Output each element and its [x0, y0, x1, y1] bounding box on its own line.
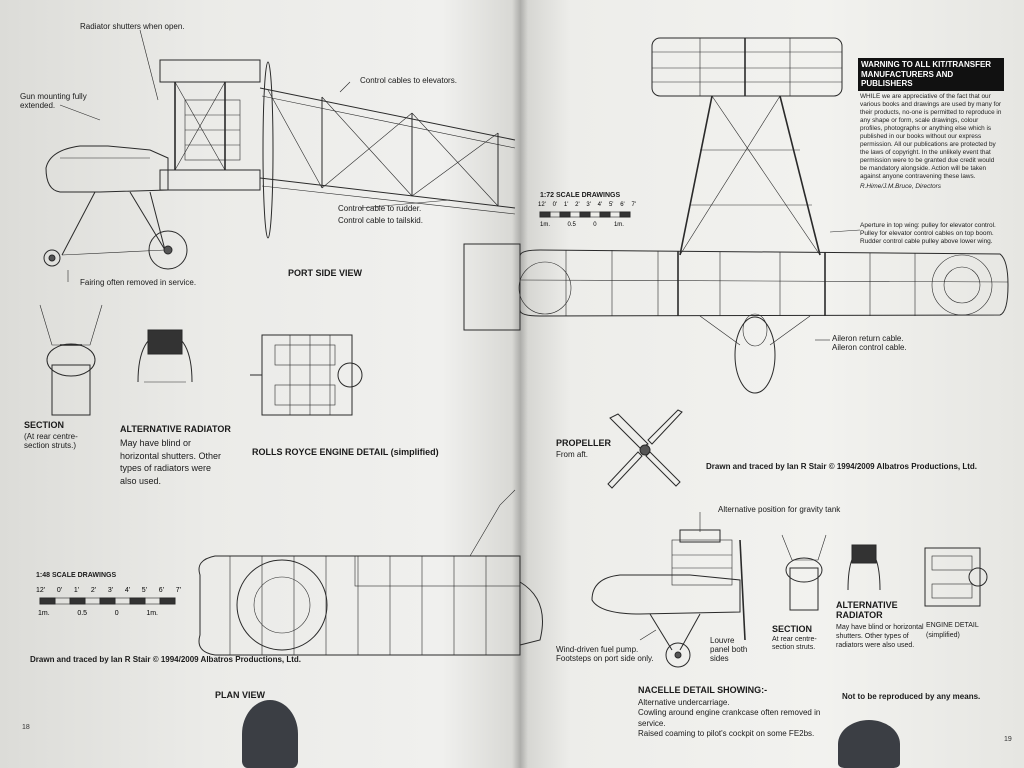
scale-tick: 5': [141, 587, 148, 594]
section-title-right: SECTION: [772, 624, 813, 634]
callout-control-cable-rudder: Control cable to rudder.: [338, 204, 422, 213]
left-page: [0, 0, 520, 768]
scale-tick: 0.5: [77, 610, 88, 617]
scale-tick: 1m.: [38, 610, 50, 617]
scale-tick: 0': [552, 202, 558, 208]
scale-tick: 1m.: [540, 222, 551, 228]
section-title-left: SECTION: [24, 420, 65, 430]
scale-tick: 0.5: [567, 222, 576, 228]
book-gutter: [512, 0, 528, 768]
scale-bar-right: [539, 211, 631, 218]
callout-gravity-tank: Alternative position for gravity tank: [718, 505, 841, 514]
engine-detail-drawing-right: [924, 547, 988, 607]
nacelle-detail-title: NACELLE DETAIL SHOWING:-: [638, 685, 768, 695]
alt-radiator-title-left: ALTERNATIVE RADIATOR: [120, 424, 231, 434]
alternative-radiator-drawing-right: [847, 544, 881, 591]
warning-heading: WARNING TO ALL KIT/TRANSFER MANUFACTURER…: [858, 58, 1004, 91]
scale-m-ticks-left: 1m. 0.5 0 1m.: [38, 610, 158, 617]
engine-detail-sub-right: (simplified): [926, 632, 960, 639]
engine-detail-title-left: ROLLS ROYCE ENGINE DETAIL (simplified): [252, 447, 439, 457]
callout-radiator-shutters: Radiator shutters when open.: [80, 22, 185, 31]
callout-control-cable-tailskid: Control cable to tailskid.: [338, 216, 423, 225]
section-drawing-right: [781, 534, 827, 611]
scale-tick: 3': [107, 587, 114, 594]
callout-fuel-pump: Wind-driven fuel pump. Footsteps on port…: [556, 645, 654, 664]
warning-box: WARNING TO ALL KIT/TRANSFER MANUFACTURER…: [858, 58, 1004, 190]
scale-tick: 0: [114, 610, 119, 617]
right-page: [520, 0, 1024, 768]
callout-aperture: Aperture in top wing: pulley for elevato…: [860, 222, 996, 246]
scale-tick: 6': [158, 587, 165, 594]
scale-tick: 2': [575, 202, 580, 208]
port-side-view-drawing: [43, 29, 516, 282]
section-drawing-left: [39, 304, 103, 416]
credit-left: Drawn and traced by Ian R Stair © 1994/2…: [30, 655, 302, 664]
scale-tick: 7': [175, 587, 181, 594]
scale-title-left: 1:48 SCALE DRAWINGS: [36, 572, 117, 579]
scale-tick: 12': [538, 202, 546, 208]
scale-tick: 12': [36, 587, 46, 594]
scale-tick: 1': [73, 587, 80, 594]
scale-tick: 0: [593, 222, 597, 228]
plan-view-title: PLAN VIEW: [215, 690, 266, 700]
scale-tick: 6': [620, 202, 625, 208]
callout-fairing: Fairing often removed in service.: [80, 278, 197, 287]
callout-louvre: Louvre panel both sides: [710, 636, 748, 664]
scale-ft-ticks-left: 12' 0' 1' 2' 3' 4' 5' 6' 7': [36, 587, 181, 594]
alt-radiator-title-right: ALTERNATIVE RADIATOR: [836, 600, 898, 621]
list-item: Cowling around engine crankcase often re…: [638, 708, 821, 728]
binder-clip-left: [242, 700, 298, 768]
engine-detail-title-right: ENGINE DETAIL: [926, 622, 979, 629]
alt-radiator-sub-right: May have blind or horizontal shutters. O…: [836, 624, 924, 649]
scale-ft-ticks-right: 12' 0' 1' 2' 3' 4' 5' 6' 7': [538, 202, 636, 208]
scale-tick: 4': [597, 202, 603, 208]
nacelle-detail-list: Alternative undercarriage. Cowling aroun…: [638, 698, 838, 740]
section-sub-right: At rear centre-section struts.: [772, 636, 817, 652]
scale-tick: 4': [124, 587, 131, 594]
alternative-radiator-drawing-left: [137, 329, 193, 383]
alt-radiator-sub-left: May have blind or horizontal shutters. O…: [120, 438, 222, 486]
scale-tick: 1m.: [146, 610, 158, 617]
binder-clip-right: [838, 720, 900, 768]
callout-control-cables-elevators: Control cables to elevators.: [360, 76, 457, 85]
page-number-left: 18: [22, 724, 30, 731]
scale-tick: 1m.: [613, 222, 624, 228]
page-number-right: 19: [1004, 736, 1012, 743]
section-sub-left: (At rear centre-section struts.): [24, 432, 78, 451]
scale-tick: 7': [631, 202, 636, 208]
front-view-drawing: [463, 37, 1009, 394]
warning-body: WHILE we are appreciative of the fact th…: [860, 92, 1002, 180]
scale-title-right: 1:72 SCALE DRAWINGS: [540, 192, 621, 199]
scale-tick: 5': [608, 202, 614, 208]
scale-tick: 2': [90, 587, 97, 594]
list-item: Raised coaming to pilot's cockpit on som…: [638, 729, 815, 739]
port-side-view-title: PORT SIDE VIEW: [288, 268, 363, 278]
propeller-title: PROPELLER: [556, 438, 612, 448]
scale-tick: 3': [586, 202, 591, 208]
engine-detail-drawing-left: [250, 334, 363, 416]
propeller-drawing: [607, 409, 683, 489]
plan-view-drawing: [198, 489, 543, 656]
scale-m-ticks-right: 1m. 0.5 0 1m.: [540, 222, 624, 228]
callout-aileron: Aileron return cable. Aileron control ca…: [832, 334, 907, 353]
nacelle-detail-drawing: [591, 512, 746, 668]
propeller-sub: From aft.: [556, 450, 589, 459]
warning-signature: R.Hime/J.M.Bruce, Directors: [860, 182, 941, 190]
list-item: Alternative undercarriage.: [638, 698, 730, 707]
credit-right: Drawn and traced by Ian R Stair © 1994/2…: [706, 462, 978, 471]
scale-tick: 0': [56, 587, 63, 594]
scale-bar-left: [39, 597, 176, 605]
scale-tick: 1': [563, 202, 569, 208]
callout-gun-mounting: Gun mounting fully extended.: [20, 92, 87, 111]
not-reproduced-notice: Not to be reproduced by any means.: [842, 692, 981, 701]
